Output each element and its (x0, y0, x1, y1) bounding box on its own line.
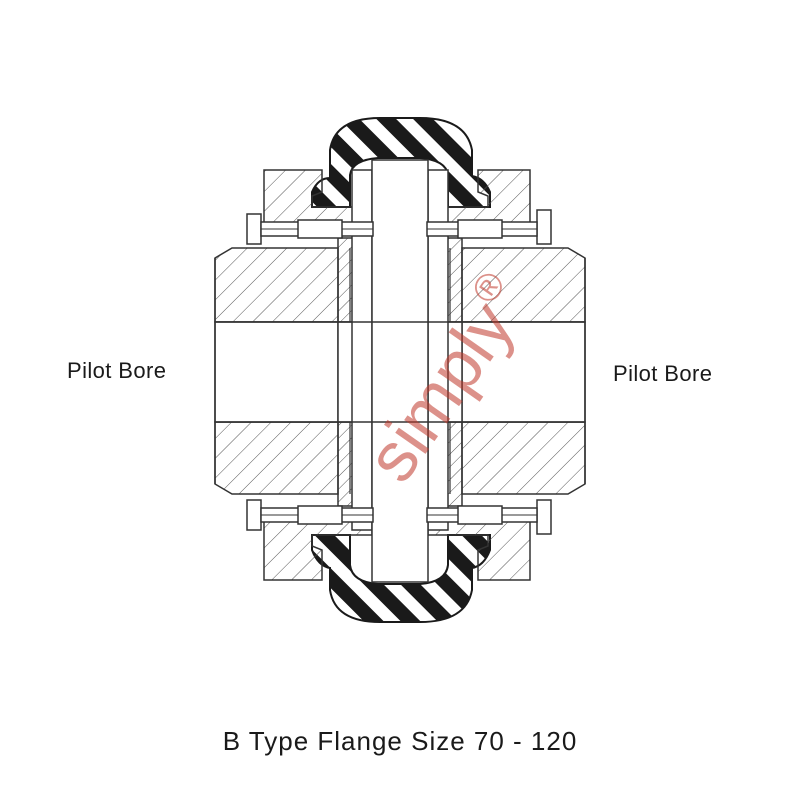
right-clamp-ring-bottom (427, 511, 531, 581)
left-hub (214, 237, 373, 507)
tyre-bottom (311, 534, 491, 623)
bolt-right-bottom (426, 499, 552, 535)
tyre-top (311, 117, 491, 208)
bore-outline (214, 258, 586, 484)
caption: B Type Flange Size 70 - 120 (222, 726, 578, 756)
centre-gap (371, 159, 429, 583)
bolt-left-top (246, 213, 374, 245)
pilot-bore-label-left: Pilot Bore (67, 358, 167, 383)
bolt-right-top (426, 209, 552, 245)
pilot-bore-label-right: Pilot Bore (613, 361, 713, 386)
bolt-left-bottom (246, 499, 374, 531)
